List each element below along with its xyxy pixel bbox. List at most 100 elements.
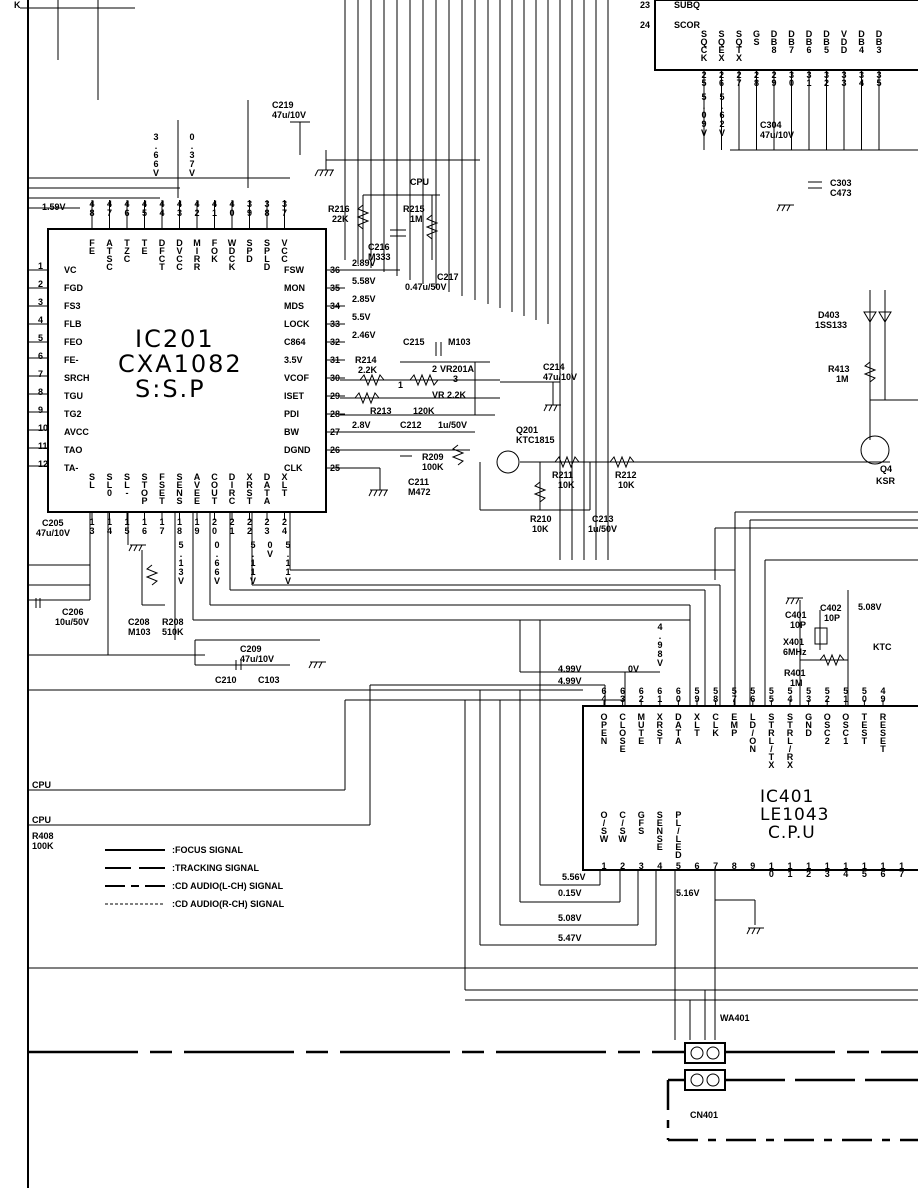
cpu-label-1: CPU (410, 177, 429, 187)
ic201-pin-name-12: TA- (64, 463, 78, 473)
svg-text:.: . (216, 549, 219, 559)
svg-text:E: E (861, 720, 867, 730)
svg-text:5: 5 (769, 694, 774, 704)
svg-text:V: V (214, 576, 220, 586)
svg-text:C: C (229, 496, 236, 506)
ic201-pin-name-24: XLT (281, 472, 287, 498)
r408-val: 100K (32, 841, 54, 851)
svg-text:4: 4 (282, 526, 287, 536)
svg-text:5: 5 (250, 540, 255, 550)
svg-text:G: G (638, 810, 645, 820)
legend-tracking: :TRACKING SIGNAL (172, 863, 259, 873)
ic201-pin-name-15: SL- (124, 472, 130, 498)
svg-text:T: T (862, 736, 868, 746)
svg-text:/: / (789, 744, 792, 754)
svg-text:T: T (676, 728, 682, 738)
ic201-pin-17: 17 (159, 517, 164, 536)
svg-text:L: L (713, 720, 719, 730)
svg-text:V: V (719, 128, 725, 138)
svg-text:/: / (677, 826, 680, 836)
vr201a-ref: VR201A (440, 364, 475, 374)
svg-text:1: 1 (601, 861, 606, 871)
svg-text:Z: Z (124, 246, 130, 256)
r215-ref: R215 (403, 204, 425, 214)
svg-text:D: D (264, 262, 271, 272)
svg-text:T: T (142, 480, 148, 490)
ic201-pin-name-3: FS3 (64, 301, 81, 311)
svg-text:5: 5 (862, 869, 867, 879)
svg-text:E: E (880, 736, 886, 746)
svg-text:C: C (106, 262, 113, 272)
svg-text:O: O (749, 736, 756, 746)
ic401-pin-50: 50 (862, 686, 867, 704)
ic201-ref: IC201 (135, 325, 215, 353)
svg-text:2: 2 (229, 517, 234, 527)
ic201-pin-name-11: TAO (64, 445, 82, 455)
svg-text:9: 9 (750, 861, 755, 871)
svg-text:Q: Q (735, 37, 742, 47)
r215-val: 1M (410, 214, 423, 224)
cn401-ref: CN401 (690, 1110, 718, 1120)
svg-text:E: E (89, 246, 95, 256)
ic401-pin-62: 62 (639, 686, 644, 704)
left-volt-1: 0.37V (189, 132, 195, 178)
c206-val: 10u/50V (55, 617, 89, 627)
svg-text:I: I (231, 480, 234, 490)
svg-text:5: 5 (787, 686, 792, 696)
svg-text:-: - (126, 488, 129, 498)
ic201-pin-name-31: 3.5V (284, 355, 303, 365)
c205-ref: C205 (42, 518, 64, 528)
svg-text:3: 3 (806, 694, 811, 704)
ic201-pin-name-39: SPD (246, 238, 253, 264)
ic401-pin-15: 15 (862, 861, 867, 879)
svg-text:W: W (600, 834, 609, 844)
svg-text:D: D (675, 712, 682, 722)
ic401-pin-6: 6 (694, 861, 699, 871)
svg-text:C: C (124, 254, 131, 264)
svg-text:R: R (194, 254, 201, 264)
r408-ref: R408 (32, 831, 54, 841)
svg-text:M: M (730, 720, 738, 730)
svg-text:D: D (675, 850, 682, 860)
ic201-pin-7: 7 (38, 369, 43, 379)
ic201-pin-6: 6 (38, 351, 43, 361)
ic201-func: S:S.P (135, 375, 206, 403)
svg-text:8: 8 (713, 694, 718, 704)
svg-text:3: 3 (825, 869, 830, 879)
svg-text:S: S (880, 728, 886, 738)
ic201-body (47, 228, 327, 513)
d403-symbol (863, 311, 877, 323)
ic401-ref: IC401 (760, 787, 814, 807)
ic301-pin-name-34: DB4 (858, 29, 865, 55)
ic301-pin24: 24 (640, 20, 650, 30)
svg-text:.: . (721, 101, 724, 111)
svg-text:1: 1 (250, 558, 255, 568)
svg-text:V: V (657, 658, 663, 668)
ic201-volt-32: 2.46V (352, 330, 376, 340)
svg-text:X: X (768, 760, 774, 770)
svg-text:E: E (176, 480, 182, 490)
svg-text:D: D (806, 29, 813, 39)
c216-ref: C216 (368, 242, 390, 252)
ic201-pin-4: 4 (38, 315, 43, 325)
ic201-pin-12: 12 (38, 459, 48, 469)
c209-ref: C209 (240, 644, 262, 654)
ic401-pin-13: 13 (825, 861, 830, 879)
svg-text:I: I (196, 246, 199, 256)
svg-text:6: 6 (214, 567, 219, 577)
svg-text:E: E (675, 842, 681, 852)
ic301-volt-0: 5.09V (701, 92, 707, 138)
v508-label: 5.08V (858, 602, 882, 612)
ic401-pin-55: 55 (769, 686, 774, 704)
svg-text:9: 9 (880, 694, 885, 704)
x401-ref: X401 (783, 637, 804, 647)
svg-text:O: O (600, 712, 607, 722)
ic401-pin-59: 59 (694, 686, 699, 704)
svg-text:L: L (620, 720, 626, 730)
